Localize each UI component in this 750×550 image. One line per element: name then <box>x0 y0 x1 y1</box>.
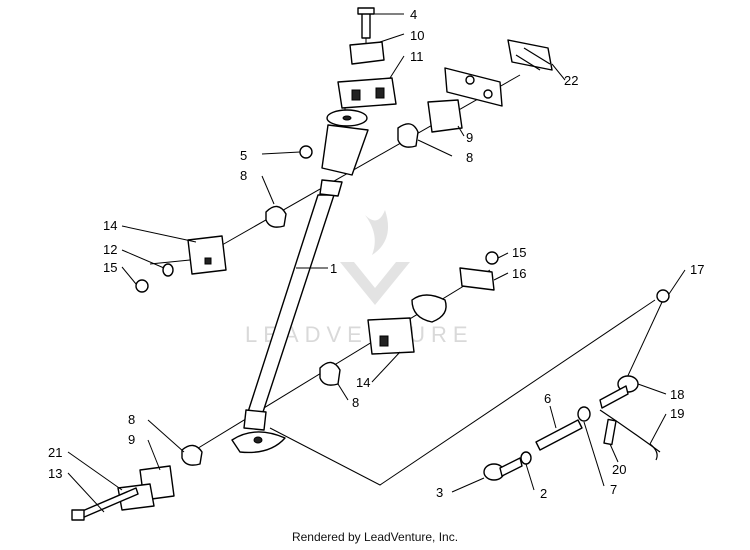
callout-15: 15 <box>103 260 117 275</box>
block-14-upper <box>187 235 227 275</box>
nut-17 <box>656 289 670 303</box>
callout-14: 14 <box>356 375 370 390</box>
steering-post <box>231 109 369 454</box>
callout-18: 18 <box>670 387 684 402</box>
callout-9: 9 <box>128 432 135 447</box>
callout-11: 11 <box>410 49 424 64</box>
plate-16 <box>459 267 495 291</box>
callout-17: 17 <box>690 262 704 277</box>
pin-19 <box>599 409 661 461</box>
leader-lines <box>67 13 686 513</box>
callout-22: 22 <box>564 73 578 88</box>
bushing-8-lower <box>319 361 341 386</box>
callout-14: 14 <box>103 218 117 233</box>
callout-15: 15 <box>512 245 526 260</box>
callout-16: 16 <box>512 266 526 281</box>
clamp-21 <box>117 483 155 511</box>
washer-2 <box>520 451 532 465</box>
callout-8: 8 <box>466 150 473 165</box>
callout-13: 13 <box>48 466 62 481</box>
callout-8: 8 <box>352 395 359 410</box>
callout-12: 12 <box>103 242 117 257</box>
block-9-upper <box>427 99 463 133</box>
upper-bracket <box>444 67 503 107</box>
plate-22 <box>507 39 553 71</box>
spacer-7 <box>577 406 591 422</box>
bolt-13 <box>71 487 139 521</box>
cap-10 <box>349 41 385 65</box>
callout-8: 8 <box>128 412 135 427</box>
callout-21: 21 <box>48 445 62 460</box>
bolt-20 <box>603 418 617 446</box>
callout-2: 2 <box>540 486 547 501</box>
block-14-lower <box>367 317 415 355</box>
top-bolt <box>357 7 375 39</box>
callout-1: 1 <box>330 261 337 276</box>
rod-end-18 <box>599 375 639 409</box>
callout-10: 10 <box>410 28 424 43</box>
cap-11 <box>337 77 397 109</box>
callout-3: 3 <box>436 485 443 500</box>
nut-15-right <box>485 251 499 265</box>
callout-6: 6 <box>544 391 551 406</box>
callout-5: 5 <box>240 148 247 163</box>
callout-20: 20 <box>612 462 626 477</box>
callout-19: 19 <box>670 406 684 421</box>
callout-9: 9 <box>466 130 473 145</box>
callout-7: 7 <box>610 482 617 497</box>
nut-5 <box>299 145 313 159</box>
bushing-8-upper <box>397 123 419 148</box>
rod-end-3 <box>483 457 523 481</box>
washer-12 <box>162 263 174 277</box>
sleeve-6 <box>535 419 583 451</box>
callout-4: 4 <box>410 7 417 22</box>
bushing-8-mid <box>265 205 287 228</box>
plate-middle <box>411 294 447 323</box>
callout-8: 8 <box>240 168 247 183</box>
bushing-8-bottom <box>181 444 203 466</box>
callouts: 4 10 11 22 9 8 5 8 14 12 15 1 15 16 17 1… <box>48 7 704 501</box>
footer-credit: Rendered by LeadVenture, Inc. <box>291 530 459 544</box>
nut-15-left <box>135 279 149 293</box>
